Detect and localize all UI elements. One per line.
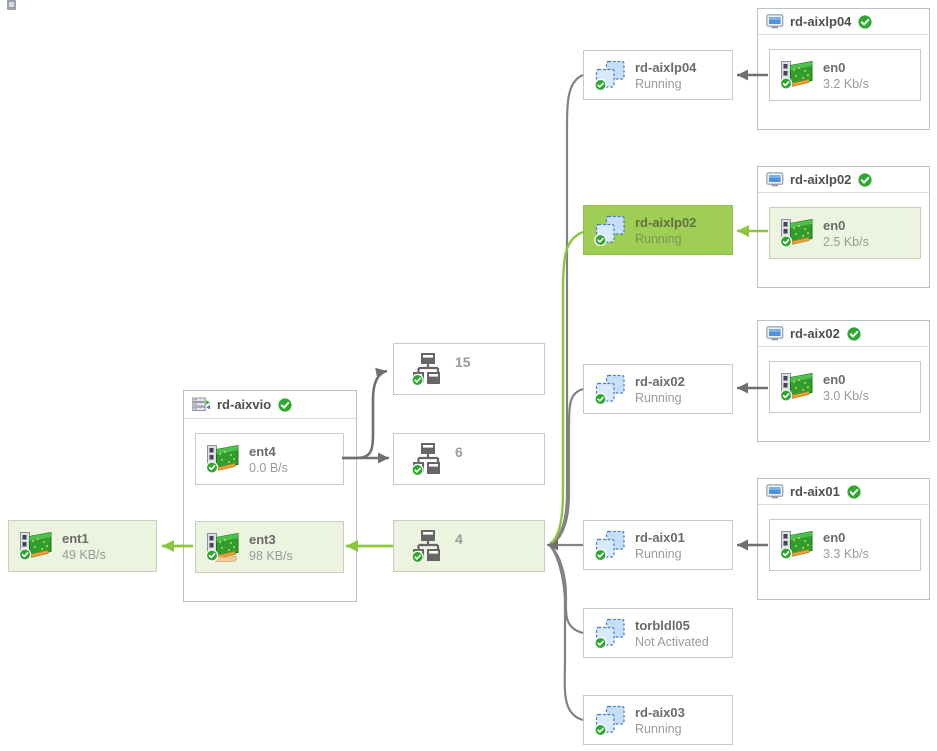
computer-icon — [766, 14, 784, 29]
vlan-id: 6 — [455, 444, 463, 460]
page-corner-icon — [7, 0, 16, 10]
lpar-icon — [594, 374, 627, 405]
node-status: Running — [635, 721, 682, 736]
lpar-container-title: rd-aixlp02 — [790, 172, 852, 187]
vio-server-container[interactable]: rd-aixvio ent4 0.0 B/s ent3 98 KB/s — [183, 390, 357, 602]
lpar-icon — [594, 60, 627, 91]
adapter-title: en0 — [823, 529, 846, 545]
adapter-en0[interactable]: en0 3.3 Kb/s — [769, 519, 921, 571]
ethernet-adapter-icon — [205, 443, 242, 475]
adapter-title: ent4 — [249, 443, 276, 459]
adapter-title: en0 — [823, 217, 846, 233]
computer-icon — [766, 326, 784, 341]
node-rd-aix01[interactable]: rd-aix01 Running — [583, 520, 733, 570]
lpar-container-rd-aix02[interactable]: rd-aix02 en0 3.0 Kb/s — [757, 320, 930, 442]
node-title: torbldl05 — [635, 617, 690, 633]
node-status: Running — [635, 231, 682, 246]
adapter-ent3[interactable]: ent3 98 KB/s — [195, 521, 344, 573]
adapter-throughput: 3.3 Kb/s — [823, 546, 869, 561]
vlan-id: 15 — [455, 354, 471, 370]
adapter-throughput: 2.5 Kb/s — [823, 234, 869, 249]
vlan-id: 4 — [455, 531, 463, 547]
vio-server-icon — [192, 397, 211, 412]
adapter-en0[interactable]: en0 3.2 Kb/s — [769, 49, 921, 101]
node-title: rd-aixlp04 — [635, 59, 697, 75]
adapter-throughput: 49 KB/s — [62, 547, 106, 562]
adapter-throughput: 3.0 Kb/s — [823, 388, 869, 403]
vlan-switch-4[interactable]: 4 — [393, 520, 545, 572]
node-status: Running — [635, 546, 682, 561]
adapter-title: en0 — [823, 59, 846, 75]
adapter-throughput: 0.0 B/s — [249, 460, 288, 475]
ethernet-adapter-icon — [779, 371, 816, 403]
adapter-ent1[interactable]: ent1 49 KB/s — [8, 520, 157, 572]
node-title: rd-aixlp02 — [635, 214, 697, 230]
node-rd-aixlp02[interactable]: rd-aixlp02 Running — [583, 205, 733, 255]
node-title: rd-aix02 — [635, 373, 685, 389]
adapter-title: ent1 — [62, 530, 89, 546]
network-switch-icon — [411, 529, 445, 563]
node-title: rd-aix01 — [635, 529, 685, 545]
lpar-icon — [594, 705, 627, 736]
node-status: Not Activated — [635, 634, 709, 649]
status-ok-icon — [846, 483, 862, 500]
adapter-en0[interactable]: en0 3.0 Kb/s — [769, 361, 921, 413]
node-rd-aix03[interactable]: rd-aix03 Running — [583, 695, 733, 745]
adapter-en0[interactable]: en0 2.5 Kb/s — [769, 207, 921, 259]
adapter-throughput: 98 KB/s — [249, 548, 293, 563]
status-ok-icon — [846, 325, 862, 342]
status-ok-icon — [857, 13, 874, 30]
lpar-container-header: rd-aixlp02 — [758, 167, 929, 193]
network-switch-icon — [411, 442, 445, 476]
lpar-icon — [594, 215, 627, 246]
node-title: rd-aix03 — [635, 704, 685, 720]
computer-icon — [766, 172, 784, 187]
node-status: Running — [635, 76, 682, 91]
adapter-ent4[interactable]: ent4 0.0 B/s — [195, 433, 344, 485]
vio-server-title: rd-aixvio — [217, 397, 272, 412]
vlan-switch-15[interactable]: 15 — [393, 343, 545, 395]
lpar-icon — [594, 530, 627, 561]
lpar-container-title: rd-aix01 — [790, 484, 840, 499]
status-ok-icon — [277, 396, 293, 413]
node-status: Running — [635, 390, 682, 405]
network-switch-icon — [411, 352, 445, 386]
vio-server-header: rd-aixvio — [184, 391, 356, 419]
adapter-title: ent3 — [249, 531, 276, 547]
lpar-container-rd-aixlp04[interactable]: rd-aixlp04 en0 3.2 Kb/s — [757, 8, 930, 130]
node-rd-aixlp04[interactable]: rd-aixlp04 Running — [583, 50, 733, 100]
adapter-throughput: 3.2 Kb/s — [823, 76, 869, 91]
vlan-switch-6[interactable]: 6 — [393, 433, 545, 485]
ethernet-adapter-icon — [779, 529, 816, 561]
node-rd-aix02[interactable]: rd-aix02 Running — [583, 364, 733, 414]
shared-ethernet-adapter-icon — [205, 531, 242, 563]
ethernet-adapter-icon — [18, 530, 55, 562]
ethernet-adapter-icon — [779, 59, 816, 91]
lpar-container-header: rd-aix02 — [758, 321, 929, 347]
node-torbldl05[interactable]: torbldl05 Not Activated — [583, 608, 733, 658]
lpar-container-rd-aixlp02[interactable]: rd-aixlp02 en0 2.5 Kb/s — [757, 166, 930, 288]
lpar-container-rd-aix01[interactable]: rd-aix01 en0 3.3 Kb/s — [757, 478, 930, 600]
status-ok-icon — [857, 171, 874, 188]
lpar-container-header: rd-aixlp04 — [758, 9, 929, 35]
lpar-container-title: rd-aix02 — [790, 326, 840, 341]
adapter-title: en0 — [823, 371, 846, 387]
lpar-container-header: rd-aix01 — [758, 479, 929, 505]
computer-icon — [766, 484, 784, 499]
lpar-container-title: rd-aixlp04 — [790, 14, 852, 29]
lpar-icon — [594, 618, 627, 649]
ethernet-adapter-icon — [779, 217, 816, 249]
